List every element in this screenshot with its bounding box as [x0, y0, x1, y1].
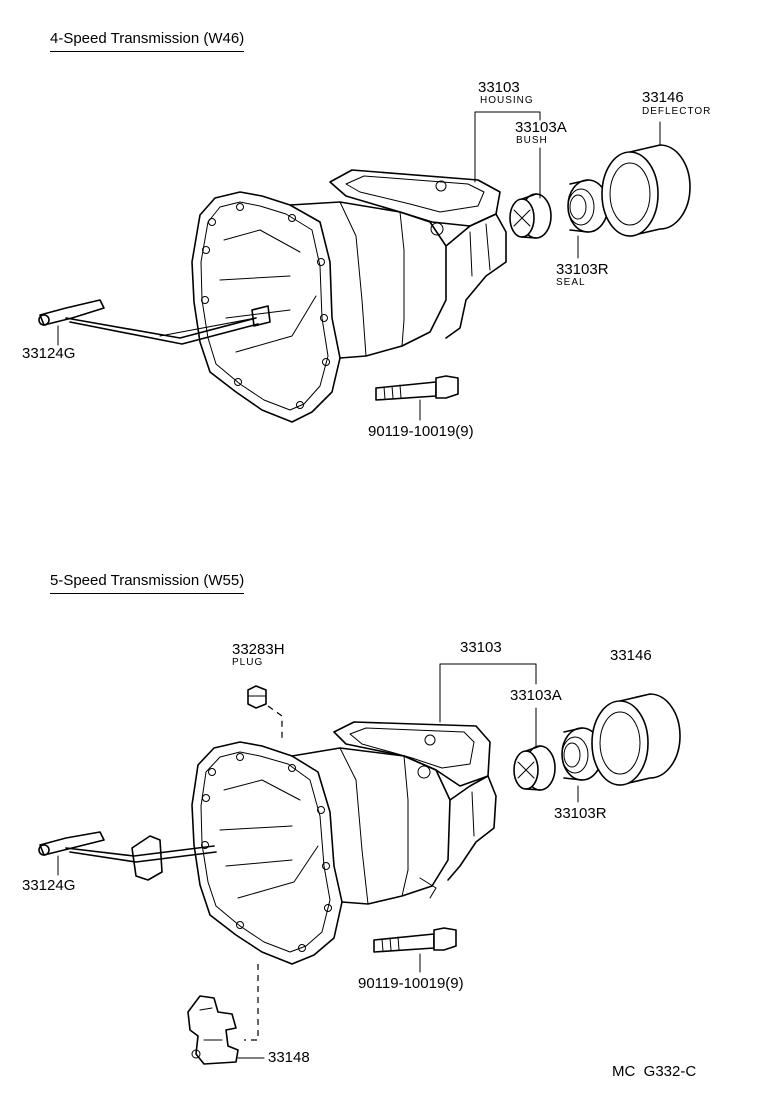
bottom-deflector-drawing: [591, 693, 681, 786]
bottom-rod-part-number: 33124G: [22, 877, 76, 894]
bottom-plug-part-number: 33283H: [232, 641, 285, 658]
bottom-plug-drawing: [247, 685, 267, 709]
bottom-leaders: [57, 663, 579, 1059]
top-rod-drawing: [38, 299, 271, 345]
top-housing-part-name: HOUSING: [480, 95, 534, 106]
bottom-housing-drawing: [191, 721, 497, 965]
bottom-rod-drawing: [38, 831, 217, 881]
top-seal-part-name: SEAL: [556, 277, 586, 288]
bottom-section-heading: 5-Speed Transmission (W55): [50, 572, 245, 594]
top-seal-part-number: 33103R: [556, 261, 609, 278]
top-leaders: [57, 111, 661, 421]
bottom-seal-part-number: 33103R: [554, 805, 607, 822]
bottom-deflector-part-number: 33146: [610, 647, 652, 664]
bottom-plug-part-name: PLUG: [232, 657, 264, 668]
top-bush-part-name: BUSH: [516, 135, 548, 146]
bottom-bush-drawing: [513, 745, 556, 791]
diagram-code: MC G332-C: [612, 1063, 697, 1080]
bottom-bush-part-number: 33103A: [510, 687, 562, 704]
top-rod-part-number: 33124G: [22, 345, 76, 362]
top-bolt-drawing: [375, 375, 459, 401]
bottom-housing-part-number: 33103: [460, 639, 502, 656]
top-section-heading: 4-Speed Transmission (W46): [50, 30, 245, 52]
top-deflector-drawing: [601, 144, 691, 237]
bottom-bolt-part-number: 90119-10019(9): [358, 975, 464, 992]
top-deflector-part-number: 33146: [642, 89, 684, 106]
top-housing-part-number: 33103: [478, 79, 520, 96]
top-bush-part-number: 33103A: [515, 119, 567, 136]
top-housing-drawing: [191, 169, 507, 423]
bottom-bolt-drawing: [373, 927, 457, 953]
bottom-bracket-part-number: 33148: [268, 1049, 310, 1066]
top-bush-drawing: [509, 193, 552, 239]
bottom-bracket-drawing: [187, 995, 239, 1065]
top-bolt-part-number: 90119-10019(9): [368, 423, 474, 440]
top-deflector-part-name: DEFLECTOR: [642, 106, 712, 117]
